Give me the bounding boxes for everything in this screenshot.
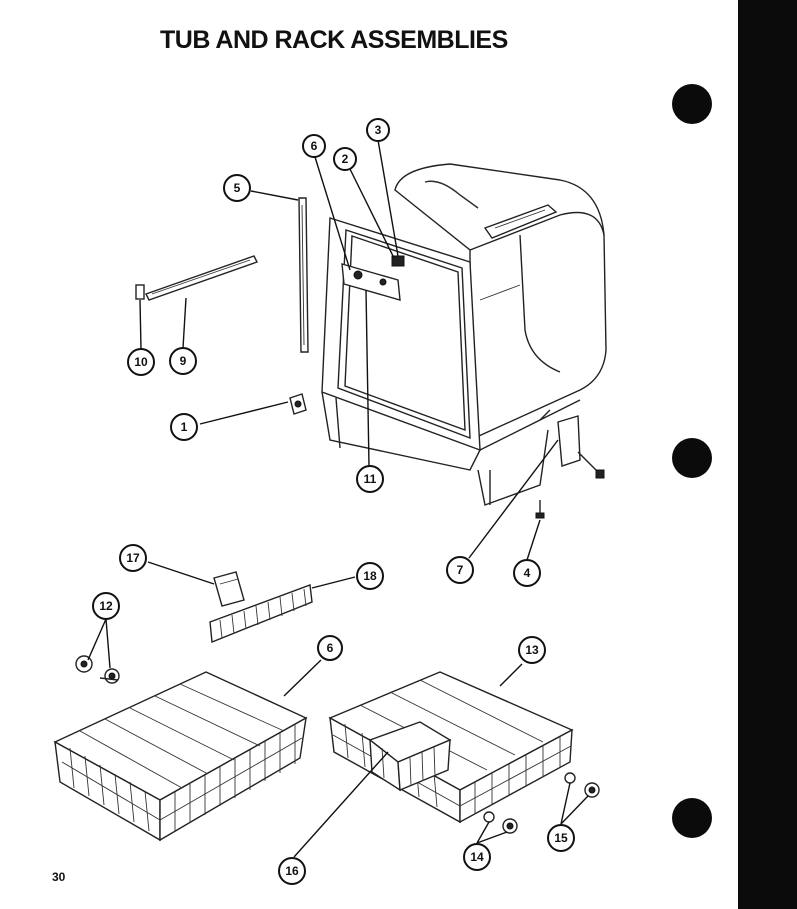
callout-18: 18 xyxy=(356,562,384,590)
svg-text:5: 5 xyxy=(234,181,241,195)
roller-parts-12 xyxy=(75,655,120,684)
svg-text:14: 14 xyxy=(470,850,484,864)
svg-text:3: 3 xyxy=(375,123,382,137)
cup-shelf-part-18 xyxy=(209,584,313,643)
callout-14: 14 xyxy=(463,843,491,871)
page-title: TUB AND RACK ASSEMBLIES xyxy=(160,26,508,54)
svg-text:9: 9 xyxy=(180,354,187,368)
svg-text:1: 1 xyxy=(181,420,188,434)
rack-slide-rail-part-9 xyxy=(145,255,258,301)
tub-assembly xyxy=(321,163,607,519)
callout-7: 7 xyxy=(446,556,474,584)
svg-text:6: 6 xyxy=(311,139,318,153)
callout-6: 6 xyxy=(302,134,326,158)
svg-text:2: 2 xyxy=(342,152,349,166)
svg-text:7: 7 xyxy=(457,563,464,577)
callout-16: 16 xyxy=(278,857,306,885)
callout-2: 2 xyxy=(333,147,357,171)
punch-hole-middle xyxy=(672,438,712,478)
binding-edge xyxy=(738,0,797,909)
callout-12: 12 xyxy=(92,592,120,620)
callout-15: 15 xyxy=(547,824,575,852)
callout-13: 13 xyxy=(518,636,546,664)
callout-4: 4 xyxy=(513,559,541,587)
page-number: 30 xyxy=(52,870,66,884)
callout-6-lower-rack: 6 xyxy=(317,635,343,661)
svg-text:18: 18 xyxy=(363,569,377,583)
callout-5: 5 xyxy=(223,174,251,202)
svg-text:4: 4 xyxy=(524,566,531,580)
side-rail-part-5 xyxy=(298,197,309,353)
callout-9: 9 xyxy=(169,347,197,375)
punch-hole-top xyxy=(672,84,712,124)
hinge-clip-part-1 xyxy=(289,393,307,415)
svg-text:15: 15 xyxy=(554,831,568,845)
lower-rack-part-6 xyxy=(53,671,308,842)
callout-17: 17 xyxy=(119,544,147,572)
svg-text:6: 6 xyxy=(327,641,334,655)
punch-hole-bottom xyxy=(672,798,712,838)
callout-11: 11 xyxy=(356,465,384,493)
upper-rack-part-13 xyxy=(328,671,574,824)
svg-text:13: 13 xyxy=(525,643,539,657)
svg-text:11: 11 xyxy=(364,472,377,486)
callout-1: 1 xyxy=(170,413,198,441)
leader-lines xyxy=(87,139,589,858)
rail-stop-part-10 xyxy=(135,284,145,300)
svg-text:16: 16 xyxy=(285,864,299,878)
svg-text:12: 12 xyxy=(99,599,113,613)
svg-text:10: 10 xyxy=(134,355,148,369)
rack-clip-part-17 xyxy=(213,571,245,607)
callout-10: 10 xyxy=(127,348,155,376)
svg-text:17: 17 xyxy=(126,551,140,565)
callout-3: 3 xyxy=(366,118,390,142)
roller-parts-14 xyxy=(483,811,518,834)
